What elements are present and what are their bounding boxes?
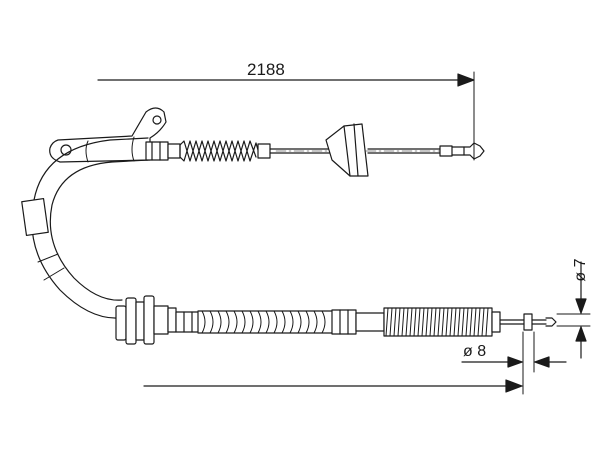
mounting-bracket xyxy=(49,107,167,163)
curved-sheath xyxy=(21,136,149,319)
bottom-dimension-line xyxy=(143,331,535,395)
bottom-end-nipple xyxy=(523,313,557,331)
middle-sleeve xyxy=(331,309,385,335)
overall-length-label: 2188 xyxy=(247,60,285,79)
bottom-spring-right xyxy=(383,307,501,337)
top-crimp xyxy=(145,141,181,161)
diameter-7-arrows xyxy=(556,261,591,359)
diameter-8-arrows xyxy=(461,356,567,368)
bottom-grommet xyxy=(115,295,177,345)
bottom-crimp xyxy=(175,311,199,333)
diameter-8-label: ø 8 xyxy=(463,343,487,360)
top-end-fitting xyxy=(439,142,485,160)
bottom-spring-left xyxy=(197,310,333,334)
bottom-inner-cable xyxy=(499,319,525,325)
cone-grommet xyxy=(325,123,369,177)
diameter-7-label: ø 7 xyxy=(572,258,589,282)
top-bellows xyxy=(179,140,271,162)
top-dimension-line xyxy=(97,71,475,161)
